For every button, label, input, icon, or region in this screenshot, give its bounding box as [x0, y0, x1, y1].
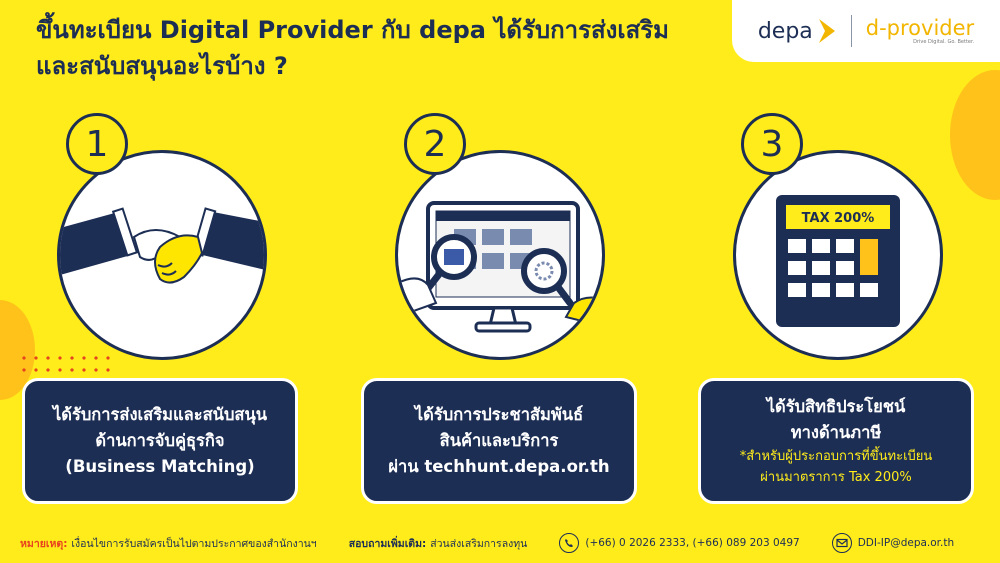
phone-icon	[559, 533, 580, 553]
decorative-dots	[18, 352, 113, 380]
remark-text: เงื่อนไขการรับสมัครเป็นไปตามประกาศของสำน…	[71, 537, 317, 550]
monitor-magnifier-icon	[398, 201, 602, 333]
dprovider-tagline: Drive Digital. Go. Better.	[913, 39, 975, 45]
logo-divider	[850, 15, 852, 47]
benefit-1-card: ได้รับการส่งเสริมและสนับสนุน ด้านการจับค…	[22, 378, 298, 504]
email-address[interactable]: DDI-IP@depa.or.th	[857, 537, 955, 549]
calculator-display-label: TAX 200%	[802, 211, 875, 226]
benefit-2-line-2: สินค้าและบริการ	[439, 431, 559, 450]
footer: หมายเหตุ: เงื่อนไขการรับสมัครเป็นไปตามปร…	[20, 530, 988, 556]
benefit-2-line-3: ผ่าน techhunt.depa.or.th	[388, 457, 610, 476]
dprovider-logo: d-provider Drive Digital. Go. Better.	[866, 17, 974, 45]
benefit-1-line-3: (Business Matching)	[65, 457, 255, 476]
benefit-1-line-2: ด้านการจับคู่ธุรกิจ	[95, 431, 225, 450]
benefit-3-line-2: ทางด้านภาษี	[790, 423, 882, 442]
benefit-1-illustration	[57, 150, 267, 360]
benefit-2-line-1: ได้รับการประชาสัมพันธ์	[414, 405, 584, 424]
contact-text: ส่วนส่งเสริมการลงทุน	[430, 537, 528, 550]
benefit-3-note-2: ผ่านมาตราการ Tax 200%	[760, 470, 912, 485]
depa-logo-text: depa	[757, 18, 813, 44]
dprovider-logo-text: d-provider	[865, 16, 975, 40]
benefit-3-note-1: *สำหรับผู้ประกอบการที่ขึ้นทะเบียน	[739, 449, 933, 464]
benefit-3-illustration: TAX 200%	[733, 150, 943, 360]
title-line-2: และสนับสนุนอะไรบ้าง ?	[36, 52, 288, 80]
depa-logo-mark-icon	[818, 19, 835, 43]
benefit-3-card: ได้รับสิทธิประโยชน์ ทางด้านภาษี *สำหรับผ…	[698, 378, 974, 504]
phone-numbers[interactable]: (+66) 0 2026 2333, (+66) 089 203 0497	[585, 537, 800, 549]
title-line-1: ขึ้นทะเบียน Digital Provider กับ depa ได…	[36, 16, 669, 44]
benefit-1-line-1: ได้รับการส่งเสริมและสนับสนุน	[52, 405, 268, 424]
logo-panel: depa d-provider Drive Digital. Go. Bette…	[732, 0, 1000, 62]
calculator-icon: TAX 200%	[776, 195, 900, 327]
handshake-icon	[60, 207, 264, 284]
remark-label: หมายเหตุ:	[20, 537, 68, 550]
decorative-shape-right	[950, 70, 1000, 200]
benefit-3-line-1: ได้รับสิทธิประโยชน์	[766, 397, 906, 416]
email-icon	[831, 533, 852, 553]
depa-logo: depa	[758, 17, 837, 45]
page-title: ขึ้นทะเบียน Digital Provider กับ depa ได…	[36, 12, 736, 84]
benefit-2-number: 2	[404, 113, 466, 175]
benefit-2-illustration	[395, 150, 605, 360]
benefit-3-number: 3	[741, 113, 803, 175]
benefit-2-card: ได้รับการประชาสัมพันธ์ สินค้าและบริการ ผ…	[361, 378, 637, 504]
benefit-1-number: 1	[66, 113, 128, 175]
contact-label: สอบถามเพิ่มเติม:	[348, 537, 427, 550]
